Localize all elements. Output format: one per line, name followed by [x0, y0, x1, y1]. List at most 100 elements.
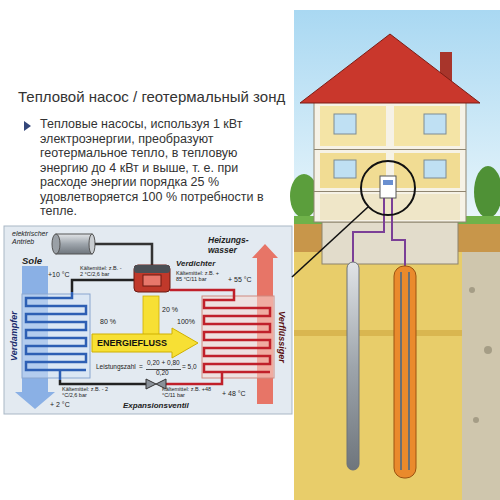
evaporator-coil	[26, 292, 86, 380]
probe-pipe	[392, 198, 405, 266]
temperature-label: + 2 °C	[50, 401, 70, 409]
schema-panel	[4, 226, 292, 414]
percent-label: 80 %	[100, 318, 116, 326]
compressor-label: Verdichter	[176, 259, 215, 268]
pressure-pipe-stub	[170, 289, 220, 292]
window	[424, 114, 446, 134]
gravel	[462, 252, 500, 500]
evaporator-box: Verdampfer	[8, 292, 92, 380]
evaporator-label: Verdampfer	[9, 311, 19, 361]
label-anchor: 80 %	[100, 318, 116, 326]
geothermal-probe	[347, 262, 359, 470]
bullet-text: Тепловые насосы, используя 1 кВт электро…	[40, 117, 286, 219]
cop-label: Leistungszahl	[96, 364, 136, 371]
label-anchor: +10 °C	[48, 271, 70, 279]
bullet-marker	[24, 121, 31, 131]
brine-label: Sole	[22, 256, 42, 267]
refrigerant-state: Kältemittel: z.B. - 2 °C/2,6 bar	[62, 386, 112, 399]
leader-line	[292, 207, 368, 277]
temperature-label: +10 °C	[48, 271, 70, 279]
slide-title: Тепловой насос / геотермальный зонд	[18, 88, 285, 105]
ground	[294, 222, 500, 500]
label-anchor: = 5,0	[182, 364, 197, 371]
room	[320, 106, 386, 146]
cop-numerator: 0,20 + 0,80	[147, 360, 180, 367]
room	[394, 106, 460, 146]
node-outline	[8, 292, 92, 380]
label-anchor: 0,20 + 0,80	[147, 360, 180, 367]
suction-pipe-stub	[128, 279, 134, 282]
basement	[322, 222, 458, 264]
window	[334, 160, 356, 178]
label-anchor: 0,20	[156, 370, 169, 377]
return-pipe	[60, 380, 116, 384]
room	[320, 153, 386, 188]
label-anchor: Kältemittel: z.B. + 85 °C/11 bar	[176, 270, 220, 283]
condenser-box: Verflüssiger	[200, 294, 288, 380]
probe-tube	[408, 272, 410, 470]
tree	[474, 166, 500, 218]
sky	[294, 10, 500, 224]
motor-label: elektrischer Antrieb	[12, 230, 50, 245]
motor-box: elektrischer Antrieb	[10, 229, 98, 256]
pressure-pipe	[220, 290, 234, 294]
energy-flow-arrow: ENERGIEFLUSS	[92, 328, 198, 358]
refrigerant-state: Kältemittel: z.B. + 85 °C/11 bar	[176, 270, 220, 283]
expansion-valve-label: Expansionsventil	[123, 401, 189, 410]
pipe-stub-cold	[116, 383, 146, 386]
floor-line	[314, 149, 466, 150]
compressor-piston	[143, 275, 161, 286]
stone	[469, 287, 475, 293]
label-anchor: + 48 °C	[222, 390, 246, 398]
motor-end	[89, 234, 95, 254]
valve-body	[146, 379, 166, 389]
energy-input-band	[143, 296, 159, 336]
label-anchor: Kältemittel: z.B. +48 °C/11 bar	[162, 386, 212, 399]
label-anchor: Leistungszahl	[96, 364, 136, 371]
liquid-pipe	[196, 380, 222, 384]
heat-pump-display	[383, 180, 393, 185]
temperature-label: + 55 °C	[228, 276, 252, 284]
drive-shaft-stub	[95, 243, 98, 246]
stone	[484, 346, 492, 354]
heating-water-label: Heizungs- wasser	[208, 236, 252, 256]
stone	[473, 417, 479, 423]
cop-denominator: 0,20	[156, 370, 169, 377]
cop-operator: =	[139, 364, 143, 371]
energy-arrow-shape	[92, 328, 198, 358]
node-outline	[200, 294, 288, 380]
window	[334, 114, 356, 134]
condenser-label: Verflüssiger	[277, 311, 287, 363]
label-anchor: 100%	[177, 318, 195, 326]
compressor-head	[134, 265, 170, 273]
drive-shaft-stub	[151, 258, 154, 265]
geothermal-borehole	[394, 266, 416, 478]
expansion-valve-box: Expansionsventil	[116, 378, 196, 412]
label-anchor: =	[139, 364, 143, 371]
compressor-body	[134, 265, 170, 292]
label-anchor: Kältemittel: z.B. - 2 °C/2,6 bar	[80, 265, 126, 278]
roof	[300, 34, 480, 103]
refrigerant-state: Kältemittel: z.B. +48 °C/11 bar	[162, 386, 212, 399]
label-anchor: Тепловые насосы, используя 1 кВт электро…	[40, 117, 286, 219]
percent-label: 100%	[177, 318, 195, 326]
probe-tube	[400, 272, 402, 470]
label-anchor: + 55 °C	[228, 276, 252, 284]
label-anchor: Sole	[22, 256, 42, 267]
compressor-box: Verdichter	[128, 258, 220, 296]
label-anchor: 20 %	[162, 306, 178, 314]
label-anchor: Kältemittel: z.B. - 2 °C/2,6 bar	[62, 386, 112, 399]
label-anchor: Heizungs- wasser	[208, 236, 252, 256]
suction-pipe	[72, 280, 128, 292]
detail-circle	[361, 161, 415, 215]
title-anchor: Тепловой насос / геотермальный зонд	[18, 88, 285, 105]
motor-body	[56, 234, 92, 254]
refrigerant-state: Kältemittel: z.B. - 2 °C/2,6 bar	[80, 265, 126, 278]
condenser-coil	[204, 294, 270, 380]
window	[424, 160, 446, 178]
temperature-label: + 48 °C	[222, 390, 246, 398]
energy-flow-label: ENERGIEFLUSS	[97, 338, 167, 348]
room	[394, 153, 460, 188]
cop-result: = 5,0	[182, 364, 197, 371]
